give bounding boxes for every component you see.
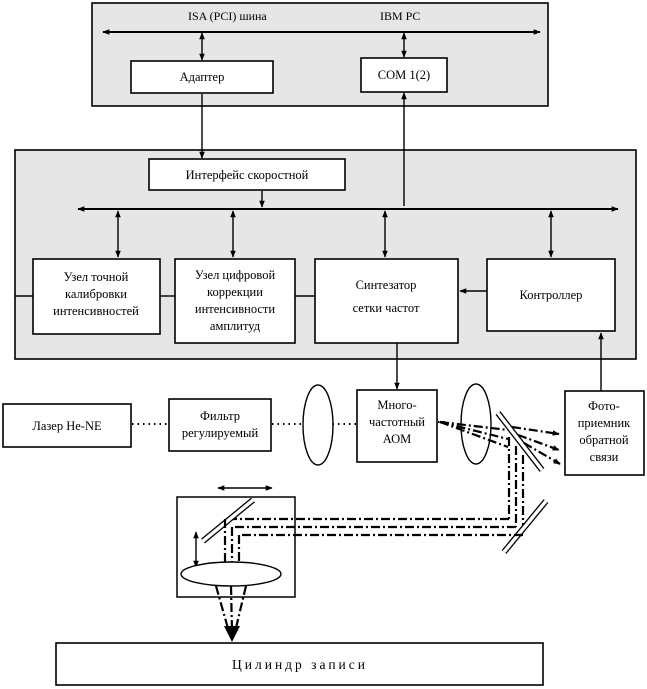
photodetector-label-4: связи bbox=[590, 450, 619, 464]
calibration-node-box bbox=[32, 258, 161, 335]
filter-label-1: Фильтр bbox=[200, 409, 240, 423]
beam-fan-3 bbox=[439, 420, 509, 449]
laser-label: Лазер He-NE bbox=[32, 419, 102, 433]
fast-interface-label: Интерфейс скоростной bbox=[186, 168, 309, 182]
beam-to-photodetector-1 bbox=[511, 425, 560, 436]
fast-interface-box bbox=[148, 158, 346, 191]
correction-label-1: Узел цифровой bbox=[195, 268, 276, 282]
correction-node-box bbox=[174, 258, 296, 344]
controller-label: Контроллер bbox=[520, 288, 583, 302]
aom-label-2: частотный bbox=[369, 415, 425, 429]
photodetector-label-1: Фото- bbox=[588, 399, 620, 413]
adapter-box bbox=[130, 60, 274, 94]
photodetector-label-2: приемник bbox=[578, 416, 631, 430]
calibration-label-2: калибровки bbox=[65, 287, 127, 301]
focus-beam-1 bbox=[214, 585, 231, 633]
focus-point-icon bbox=[224, 626, 240, 642]
beam-fan-1 bbox=[439, 420, 509, 432]
recording-cylinder-box bbox=[55, 642, 544, 686]
correction-label-3: интенсивности bbox=[195, 302, 275, 316]
com-port-box bbox=[360, 57, 448, 93]
focus-beam-2 bbox=[229, 585, 234, 633]
synthesizer-box bbox=[314, 258, 459, 344]
synthesizer-label-2: сетки частот bbox=[353, 301, 420, 315]
ibm-pc-label: IBM PC bbox=[380, 9, 420, 23]
photodetector-box bbox=[564, 390, 645, 476]
objective-lens-icon bbox=[180, 561, 282, 587]
filter-label-2: регулируемый bbox=[182, 426, 259, 440]
aom-label-1: Много- bbox=[377, 398, 416, 412]
aom-box bbox=[356, 389, 438, 463]
controller-box bbox=[486, 258, 616, 332]
calibration-label-3: интенсивностей bbox=[53, 304, 139, 318]
aom-label-3: АОМ bbox=[383, 432, 412, 446]
lens-1-icon bbox=[302, 384, 334, 466]
adapter-label: Адаптер bbox=[180, 70, 225, 84]
recording-cylinder-label: Цилиндр записи bbox=[232, 657, 368, 672]
filter-box bbox=[168, 398, 272, 452]
correction-label-4: амплитуд bbox=[210, 319, 261, 333]
isa-bus-label: ISA (PCI) шина bbox=[188, 9, 267, 23]
focus-beam-3 bbox=[233, 585, 248, 633]
photodetector-label-3: обратной bbox=[579, 433, 628, 447]
synthesizer-label-1: Синтезатор bbox=[356, 278, 417, 292]
correction-label-2: коррекции bbox=[207, 285, 263, 299]
calibration-label-1: Узел точной bbox=[64, 270, 129, 284]
laser-box bbox=[2, 403, 132, 448]
scanning-head-box bbox=[176, 496, 296, 598]
beam-to-photodetector-2 bbox=[517, 433, 560, 452]
beam-to-photodetector-3 bbox=[523, 442, 561, 465]
com-port-label: COM 1(2) bbox=[378, 68, 430, 82]
beam-fan-2 bbox=[439, 420, 509, 441]
